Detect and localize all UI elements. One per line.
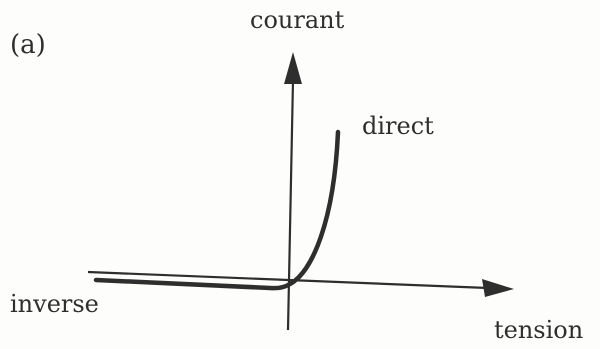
x-axis-label: tension: [494, 316, 584, 344]
curve-label-direct: direct: [362, 112, 434, 140]
y-axis-label: courant: [250, 6, 345, 34]
iv-curve: [93, 129, 341, 291]
y-axis-arrowhead: [284, 52, 302, 84]
y-axis-line: [286, 79, 295, 331]
curve-label-inverse: inverse: [10, 290, 99, 318]
x-axis-arrowhead: [482, 279, 514, 297]
panel-label: (a): [10, 30, 46, 60]
